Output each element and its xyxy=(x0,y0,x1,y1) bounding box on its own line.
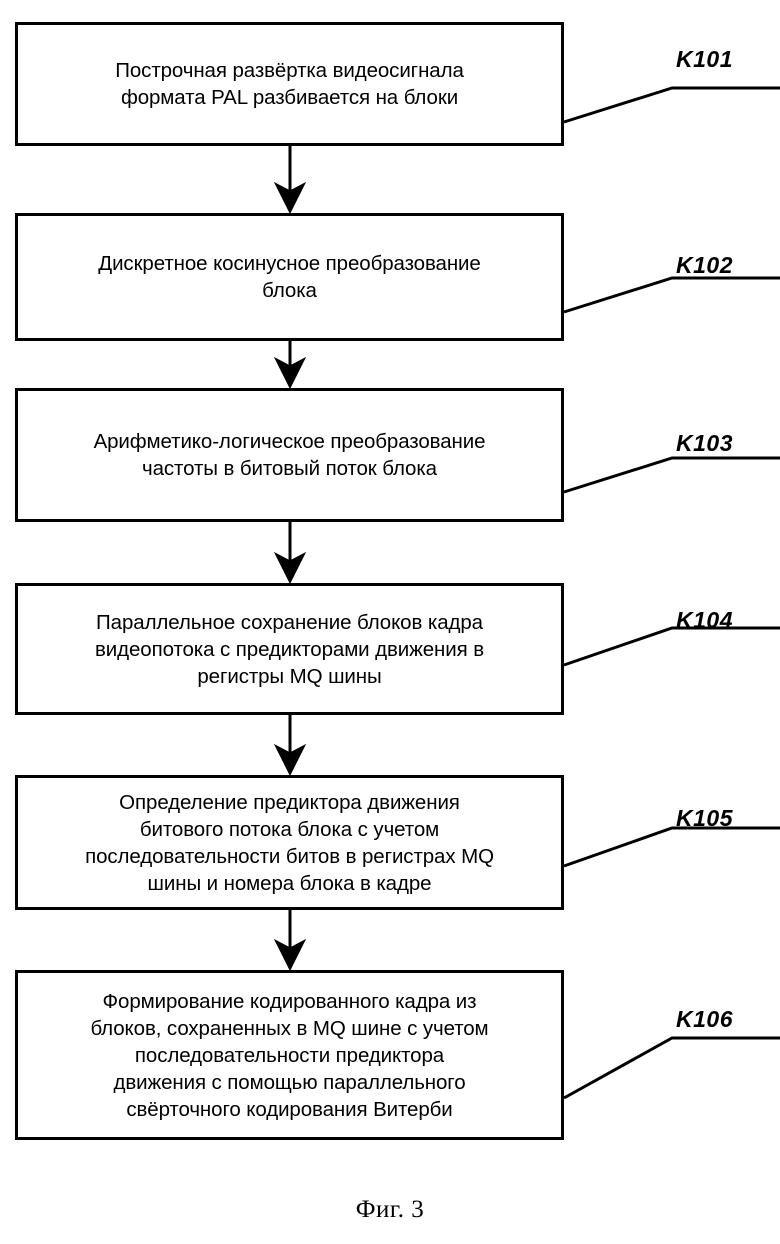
reference-label-k104: K104 xyxy=(676,607,733,633)
connector-arrow-k104-k105 xyxy=(273,715,307,777)
leader-line-k106 xyxy=(563,1036,780,1100)
leader-line-k105 xyxy=(563,826,780,868)
process-box-k101: Построчная развёртка видеосигнала формат… xyxy=(15,22,564,146)
reference-label-k105: K105 xyxy=(676,805,733,831)
reference-label-k103: K103 xyxy=(676,430,733,456)
figure-caption: Фиг. 3 xyxy=(355,1196,425,1223)
process-box-k103-text: Арифметико-логическое преобразование час… xyxy=(93,430,486,480)
reference-label-k106: K106 xyxy=(676,1006,733,1032)
process-box-k105: Определение предиктора движения битового… xyxy=(15,775,564,910)
leader-line-k102 xyxy=(563,276,780,314)
process-box-k104-text: Параллельное сохранение блоков кадра вид… xyxy=(94,610,485,688)
process-box-k106-text: Формирование кодированного кадра из блок… xyxy=(90,989,489,1121)
process-box-k106: Формирование кодированного кадра из блок… xyxy=(15,970,564,1140)
connector-arrow-k101-k102 xyxy=(273,146,307,215)
reference-label-k101: K101 xyxy=(676,46,733,72)
process-box-k104: Параллельное сохранение блоков кадра вид… xyxy=(15,583,564,715)
reference-label-k102: K102 xyxy=(676,252,733,278)
connector-arrow-k103-k104 xyxy=(273,522,307,585)
process-box-k105-text: Определение предиктора движения битового… xyxy=(85,790,494,895)
connector-arrow-k105-k106 xyxy=(273,910,307,972)
process-box-k102: Дискретное косинусное преобразование бло… xyxy=(15,213,564,341)
process-box-k102-text: Дискретное косинусное преобразование бло… xyxy=(98,252,481,302)
process-box-k101-text: Построчная развёртка видеосигнала формат… xyxy=(115,59,464,109)
leader-line-k101 xyxy=(563,86,780,124)
leader-line-k103 xyxy=(563,456,780,494)
process-box-k103: Арифметико-логическое преобразование час… xyxy=(15,388,564,522)
leader-line-k104 xyxy=(563,626,780,667)
connector-arrow-k102-k103 xyxy=(273,341,307,390)
